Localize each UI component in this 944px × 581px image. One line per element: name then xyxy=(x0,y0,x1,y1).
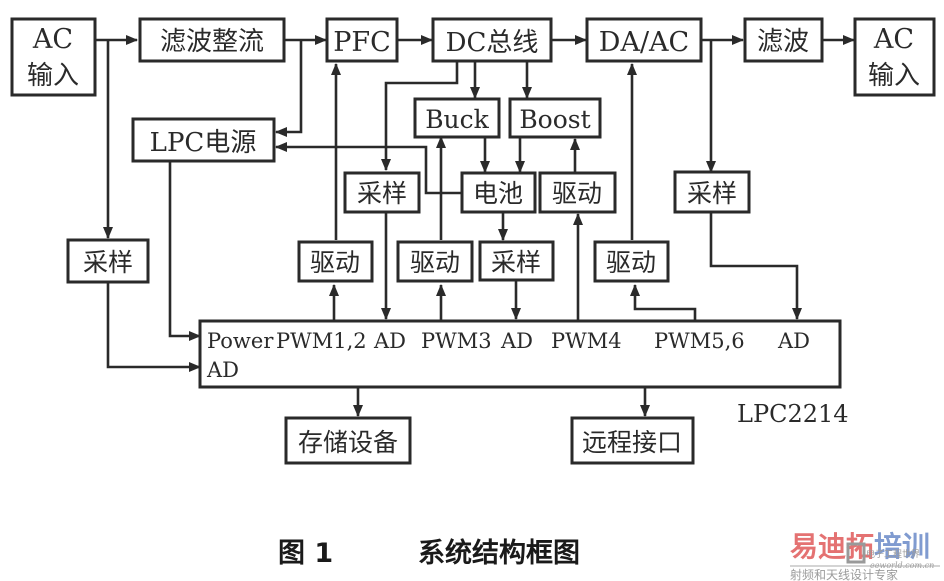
da-ac-label: DA/AC xyxy=(599,27,689,58)
arrow-filter-to-lpcpower xyxy=(275,40,303,137)
dc-bus-label: DC总线 xyxy=(446,28,539,58)
port-ad-0: AD xyxy=(206,358,239,382)
watermark: 易迪拓 培训 电子工程世界 eeworld.com.cn 射频和天线设计专家 xyxy=(790,530,940,581)
block-drive-pfc: 驱动 xyxy=(297,240,374,283)
sample-ac-out-label: 采样 xyxy=(687,179,737,208)
block-sample-ac-out: 采样 xyxy=(673,170,751,214)
watermark-brand-a: 易迪拓 xyxy=(790,530,874,563)
filter-rectifier-label: 滤波整流 xyxy=(160,27,264,57)
battery-label: 电池 xyxy=(473,179,523,208)
figure-caption: 图 1 系统结构框图 xyxy=(278,537,580,569)
block-lpc-power: LPC电源 xyxy=(131,117,276,163)
port-pwm3: PWM3 xyxy=(421,329,492,353)
block-ac-input: AC 输入 xyxy=(10,17,97,97)
sample-ac-in-label: 采样 xyxy=(83,248,133,277)
block-filter-rectifier: 滤波整流 xyxy=(138,17,286,63)
block-drive-daac: 驱动 xyxy=(593,240,670,283)
block-buck: Buck xyxy=(413,97,501,139)
block-da-ac: DA/AC xyxy=(585,17,703,63)
block-sample-ac-in: 采样 xyxy=(66,238,150,284)
caption-number: 图 1 xyxy=(278,538,333,569)
port-pwm56: PWM5,6 xyxy=(654,329,745,353)
arrow-battery-to-lpcpower xyxy=(275,142,462,195)
drive-pfc-label: 驱动 xyxy=(310,248,360,277)
caption-title: 系统结构框图 xyxy=(418,537,580,569)
watermark-small: 电子工程世界 xyxy=(866,548,920,560)
ac-output-label-1: AC xyxy=(873,24,914,55)
block-drive-boost: 驱动 xyxy=(538,171,617,214)
watermark-sub: 射频和天线设计专家 xyxy=(790,567,898,581)
ac-input-label-2: 输入 xyxy=(27,61,79,91)
block-battery: 电池 xyxy=(460,171,537,214)
storage-label: 存储设备 xyxy=(298,428,398,457)
port-power: Power xyxy=(207,329,274,353)
port-ad-3: AD xyxy=(777,329,810,353)
drive-daac-label: 驱动 xyxy=(606,248,656,277)
block-mcu-lpc2214: Power PWM1,2 AD PWM3 AD PWM4 PWM5,6 AD A… xyxy=(198,319,842,389)
block-ac-output: AC 输入 xyxy=(853,17,936,97)
arrow-dcbus-to-sample xyxy=(381,60,459,171)
watermark-logo-icon xyxy=(846,542,866,564)
block-boost: Boost xyxy=(508,97,602,139)
port-pwm4: PWM4 xyxy=(551,329,622,353)
filter-out-label: 滤波 xyxy=(757,27,809,57)
port-pwm12: PWM1,2 xyxy=(276,329,367,353)
sample-dc-label: 采样 xyxy=(357,179,407,208)
boost-label: Boost xyxy=(519,105,590,134)
ac-input-label-1: AC xyxy=(32,24,73,55)
block-sample-battery: 采样 xyxy=(478,240,555,282)
block-dc-bus: DC总线 xyxy=(431,17,553,63)
remote-label: 远程接口 xyxy=(582,428,682,457)
block-pfc: PFC xyxy=(325,17,399,63)
arrow-mcu-to-drive-daac xyxy=(630,284,697,321)
pfc-label: PFC xyxy=(333,27,391,58)
chip-label: LPC2214 xyxy=(737,400,849,428)
lpc-power-label: LPC电源 xyxy=(150,128,257,158)
ac-output-label-2: 输入 xyxy=(868,61,920,91)
arrow-sample-to-mcu-ad2 xyxy=(709,211,802,320)
block-remote-interface: 远程接口 xyxy=(570,416,695,465)
port-ad-1: AD xyxy=(373,329,406,353)
drive-buck-label: 驱动 xyxy=(410,248,460,277)
connections xyxy=(95,35,855,417)
drive-boost-label: 驱动 xyxy=(552,179,602,208)
block-filter-out: 滤波 xyxy=(743,17,824,63)
arrow-lpcpower-to-mcu xyxy=(168,161,201,341)
block-storage: 存储设备 xyxy=(284,416,412,465)
port-ad-2: AD xyxy=(500,329,533,353)
buck-label: Buck xyxy=(425,105,489,134)
block-drive-buck: 驱动 xyxy=(396,240,474,283)
sample-battery-label: 采样 xyxy=(491,248,541,277)
block-sample-dc: 采样 xyxy=(343,171,421,214)
watermark-brand-b: 培训 xyxy=(874,530,930,563)
arrow-sample-to-mcu-ad xyxy=(106,282,201,372)
